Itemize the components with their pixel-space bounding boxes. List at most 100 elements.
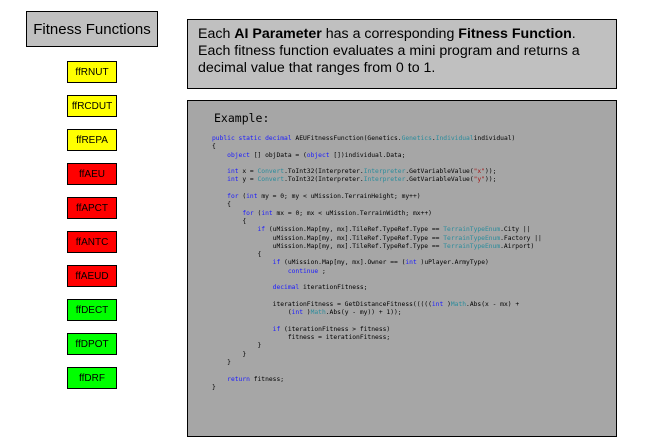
code-token: )uPlayer.ArmyType)	[420, 259, 489, 267]
code-line: {	[212, 143, 542, 151]
code-token: "y"	[473, 176, 486, 184]
code-line: uMission.Map[my, mx].TileRef.TypeRef.Typ…	[212, 243, 542, 251]
code-token: public static decimal	[212, 135, 296, 142]
code-token: fitness = iterationFitness;	[212, 334, 391, 342]
desc-text-3: . Each fitness function evaluates a mini…	[198, 26, 580, 76]
code-line: iterationFitness = GetDistanceFitness(((…	[212, 301, 542, 309]
code-token: Interpreter	[363, 176, 406, 184]
code-line: if (iterationFitness > fitness)	[212, 326, 542, 334]
code-token: [])individual.Data;	[333, 151, 406, 159]
code-token: decimal	[272, 284, 304, 292]
code-token: ));	[485, 176, 497, 184]
code-token: int	[246, 193, 262, 201]
description-box: Each AI Parameter has a corresponding Fi…	[187, 19, 617, 89]
code-token: )	[447, 300, 451, 308]
code-token: return	[227, 375, 254, 383]
code-token: {	[212, 201, 231, 209]
code-token: for	[227, 193, 243, 201]
code-token: (iterationFitness > fitness)	[284, 325, 391, 333]
code-token	[212, 193, 227, 200]
code-line: public static decimal AEUFitnessFunction…	[212, 135, 542, 143]
code-token: "x"	[473, 168, 486, 176]
code-token: }	[212, 350, 247, 358]
code-token: x =	[242, 168, 258, 176]
code-token: my = 0; my < uMission.TerrainHeight; my+…	[261, 193, 421, 201]
fitness-function-ffrnut: ffRNUT	[67, 61, 117, 83]
code-token: uMission.Map[my, mx].TileRef.TypeRef.Typ…	[212, 234, 444, 242]
code-token: ));	[485, 168, 497, 176]
code-line	[212, 367, 542, 375]
code-token: object	[227, 151, 254, 159]
code-line: for (int my = 0; my < uMission.TerrainHe…	[212, 193, 542, 201]
code-token: TerrainTypeEnum	[443, 226, 501, 234]
fitness-function-ffdpot: ffDPOT	[67, 333, 117, 355]
code-line: decimal iterationFitness;	[212, 284, 542, 292]
code-token: fitness;	[253, 375, 285, 383]
code-line: {	[212, 218, 542, 226]
code-line: for (int mx = 0; mx < uMission.TerrainWi…	[212, 210, 542, 218]
code-token: Convert	[257, 168, 285, 176]
code-token	[212, 259, 273, 266]
fitness-function-ffrcdut: ffRCDUT	[67, 95, 117, 117]
code-token	[212, 226, 258, 233]
fitness-functions-title: Fitness Functions	[26, 11, 158, 47]
code-token: int	[291, 309, 307, 317]
code-token: [] objData = (	[253, 151, 307, 159]
fitness-function-ffdrf: ffDRF	[67, 367, 117, 389]
code-token	[212, 168, 227, 175]
code-token: (	[212, 309, 292, 317]
code-token: (uMission.Map[my, mx].Owner == (	[284, 259, 406, 267]
code-line	[212, 293, 542, 301]
code-token: ;	[321, 267, 326, 275]
code-token	[212, 152, 227, 159]
code-token: int	[405, 259, 421, 267]
desc-ai-parameter: AI Parameter	[234, 26, 322, 42]
code-token: {	[212, 217, 247, 225]
code-token: {	[212, 251, 262, 259]
code-line: int y = Convert.ToInt32(Interpreter.Inte…	[212, 176, 542, 184]
code-token: continue	[287, 267, 322, 275]
code-line	[212, 318, 542, 326]
code-line: continue ;	[212, 268, 542, 276]
code-line: if (uMission.Map[my, mx].Owner == (int )…	[212, 259, 542, 267]
fitness-function-ffantc: ffANTC	[67, 231, 117, 253]
code-token: for	[242, 209, 258, 217]
code-line: fitness = iterationFitness;	[212, 334, 542, 342]
code-token: .GetVariableValue(	[405, 168, 474, 176]
code-token: TerrainTypeEnum	[443, 242, 501, 250]
code-example-box: Example: public static decimal AEUFitnes…	[187, 100, 617, 437]
code-token: if	[257, 226, 269, 234]
code-token: {	[212, 143, 216, 151]
code-token: individual)	[473, 135, 516, 142]
code-line: (int )Math.Abs(y - my)) + 1));	[212, 309, 542, 317]
code-token: Math	[450, 300, 467, 308]
code-token: .Abs(x - mx) +	[466, 300, 520, 308]
code-token: iterationFitness = GetDistanceFitness(((…	[212, 300, 432, 308]
code-token: }	[212, 383, 216, 391]
code-line: int x = Convert.ToInt32(Interpreter.Inte…	[212, 168, 542, 176]
code-line	[212, 160, 542, 168]
fitness-function-ffaeu: ffAEU	[67, 163, 117, 185]
code-token	[212, 376, 227, 383]
code-token: }	[212, 359, 231, 367]
code-token	[212, 268, 288, 275]
code-token: int	[431, 300, 448, 308]
example-label: Example:	[214, 111, 270, 125]
code-token: AEUFitnessFunction(Genetics.	[295, 135, 402, 142]
code-token: (	[242, 193, 247, 201]
fitness-function-ffaeud: ffAEUD	[67, 265, 117, 287]
code-line: }	[212, 384, 542, 392]
code-line: }	[212, 359, 542, 367]
code-token: uMission.Map[my, mx].TileRef.TypeRef.Typ…	[212, 242, 444, 250]
code-token: int	[227, 168, 243, 176]
desc-fitness-function: Fitness Function	[458, 26, 572, 42]
fitness-function-ffrepa: ffREPA	[67, 129, 117, 151]
code-token: )	[306, 309, 311, 317]
code-line	[212, 276, 542, 284]
code-token: .City ||	[500, 226, 531, 234]
code-line: }	[212, 342, 542, 350]
code-token: mx = 0; mx < uMission.TerrainWidth; mx++…	[276, 209, 432, 217]
code-line: {	[212, 251, 542, 259]
code-line: uMission.Map[my, mx].TileRef.TypeRef.Typ…	[212, 235, 542, 243]
code-block: public static decimal AEUFitnessFunction…	[212, 135, 542, 392]
